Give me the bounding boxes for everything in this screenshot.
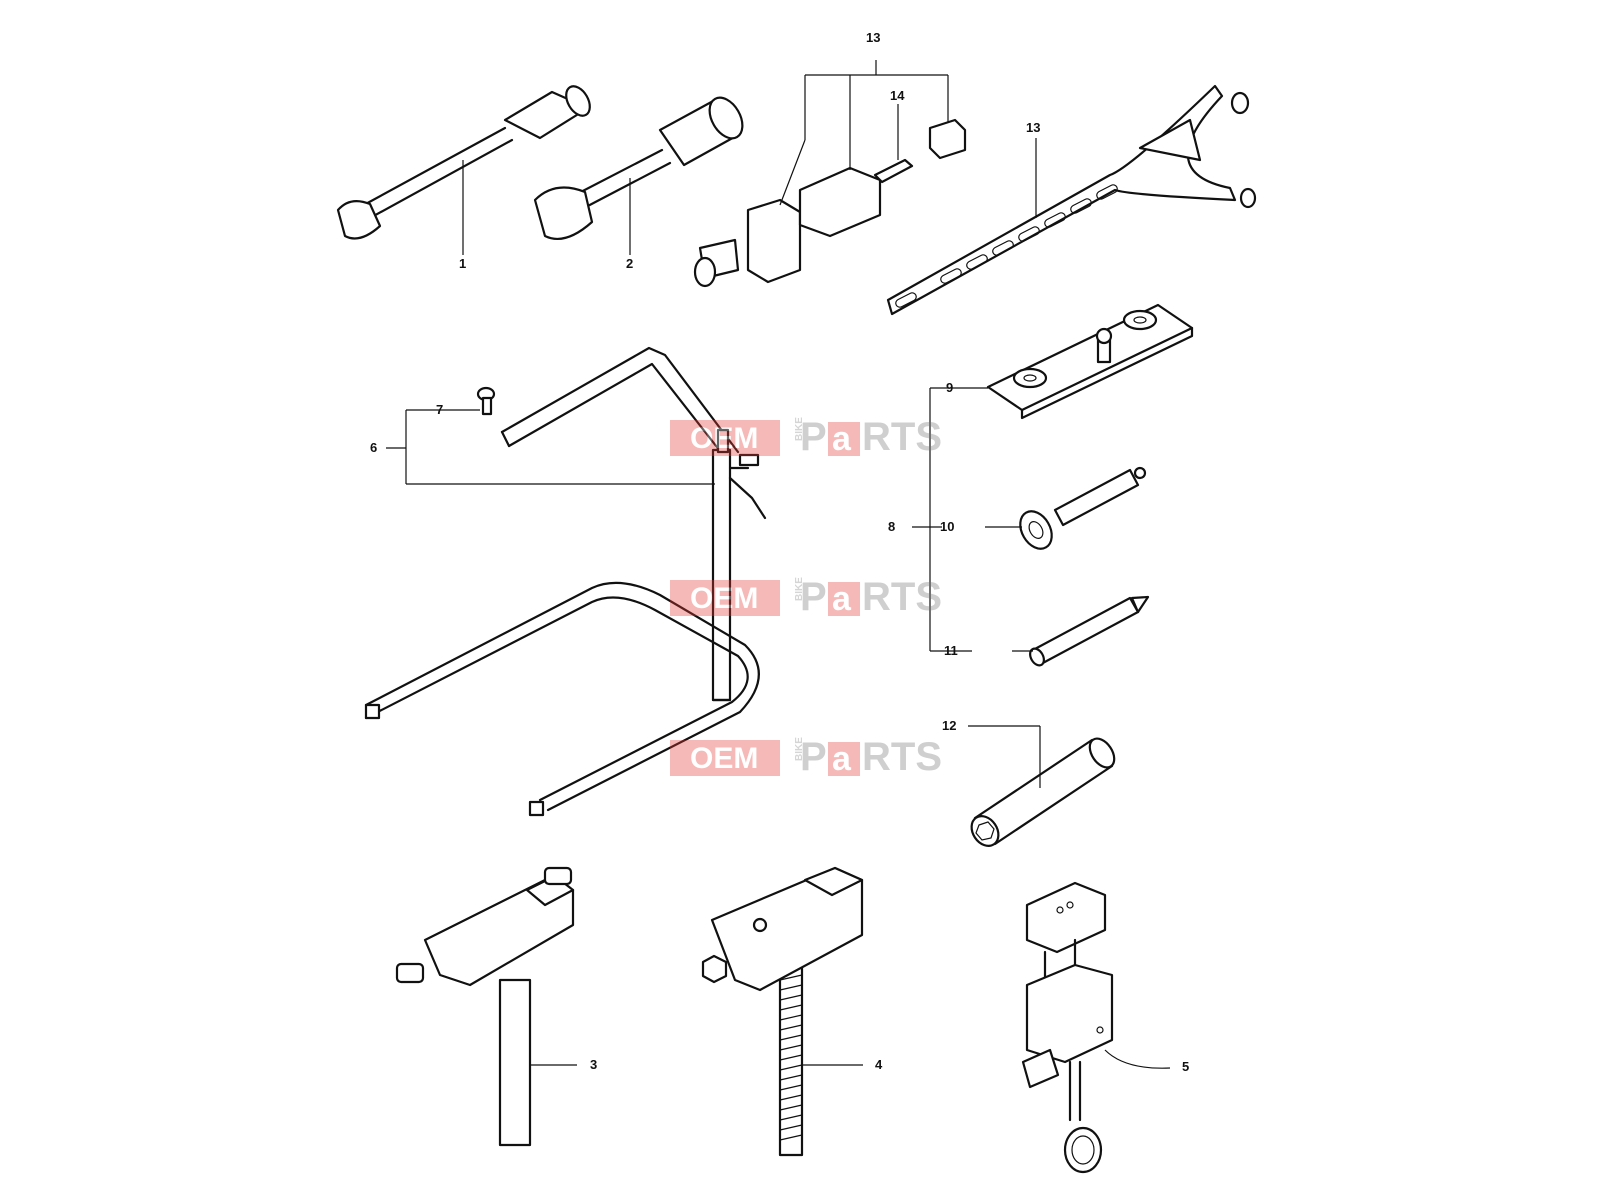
svg-text:a: a [832,740,852,778]
part-1-tool [336,85,591,255]
callout-13-right: 13 [1026,120,1040,135]
callout-4: 4 [875,1057,883,1072]
svg-text:RTS: RTS [862,575,942,619]
callout-3: 3 [590,1057,597,1072]
part-10-axle [1019,466,1147,550]
watermark-oembikeparts: OEM BIKE P a RTS OEM BIKE P a RTS OEM BI… [670,415,942,779]
callout-5: 5 [1182,1059,1189,1074]
callout-13-top: 13 [866,30,880,45]
callout-2: 2 [626,256,633,271]
svg-text:RTS: RTS [862,415,942,459]
svg-text:BIKE: BIKE [794,577,805,601]
svg-text:a: a [832,580,852,618]
part-13-blocks [693,60,967,288]
part-12-wrench [968,725,1116,847]
part-6-stand [364,346,767,817]
callout-7: 7 [436,402,443,417]
callout-12: 12 [942,718,956,733]
bracket-8 [912,387,1033,652]
svg-text:OEM: OEM [690,422,758,455]
part-2-tool [533,96,744,255]
svg-text:P: P [800,575,827,619]
svg-text:OEM: OEM [690,582,758,615]
callout-9: 9 [946,380,953,395]
part-7-bolt [476,386,496,416]
svg-text:RTS: RTS [862,735,942,779]
part-9-plate [986,303,1194,420]
svg-text:BIKE: BIKE [794,737,805,761]
callout-8: 8 [888,519,895,534]
callout-6: 6 [370,440,377,455]
callout-1: 1 [459,256,466,271]
svg-text:BIKE: BIKE [794,417,805,441]
svg-text:OEM: OEM [690,742,758,775]
part-3-chain-tool [395,866,577,1147]
part-4-screw-tool [701,866,864,1157]
callout-11: 11 [944,643,958,658]
part-13-bar [886,84,1257,316]
callout-10: 10 [940,519,954,534]
part-11-pin [1029,595,1150,667]
part-5-clamp [1021,881,1171,1174]
bracket-6 [386,409,715,485]
svg-text:a: a [832,420,852,458]
svg-text:P: P [800,415,827,459]
callout-14: 14 [890,88,905,103]
svg-text:P: P [800,735,827,779]
